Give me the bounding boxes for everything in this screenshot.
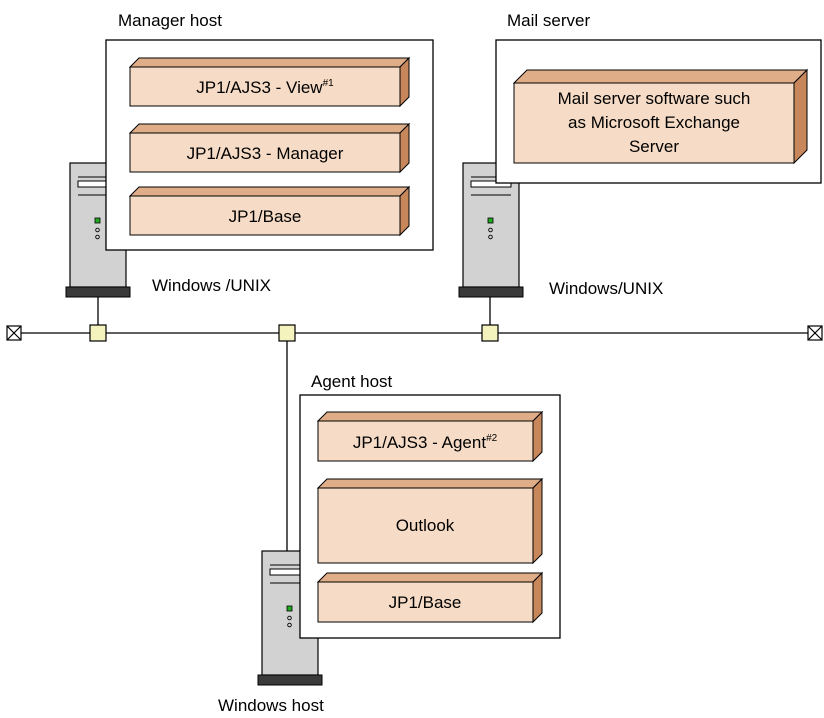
mail-module-line-1: Mail server software such xyxy=(558,89,751,108)
server-icon-mail xyxy=(458,162,524,298)
manager-os-label: Windows /UNIX xyxy=(152,276,271,295)
module-jp1-base-manager-label: JP1/Base xyxy=(229,207,302,226)
module-ajs3-view-label: JP1/AJS3 - View xyxy=(196,78,323,97)
module-outlook: Outlook xyxy=(316,477,544,565)
mail-server-title: Mail server xyxy=(507,11,590,30)
module-ajs3-manager: JP1/AJS3 - Manager xyxy=(128,122,411,174)
mail-module-line-2: as Microsoft Exchange xyxy=(568,113,740,132)
manager-host-title: Manager host xyxy=(118,11,222,30)
network-connector-agent xyxy=(278,324,296,342)
module-ajs3-agent: JP1/AJS3 - Agent#2 xyxy=(316,410,544,463)
network-connector-manager xyxy=(89,324,107,342)
footnote-1-marker: #1 xyxy=(323,78,335,89)
module-mail-server-software: Mail server software such as Microsoft E… xyxy=(512,68,809,165)
module-outlook-label: Outlook xyxy=(396,516,455,535)
svg-text:JP1/AJS3 - View#1: JP1/AJS3 - View#1 xyxy=(196,78,334,97)
module-jp1-base-agent: JP1/Base xyxy=(316,571,544,624)
module-jp1-base-agent-label: JP1/Base xyxy=(389,593,462,612)
agent-os-label: Windows host xyxy=(218,696,324,715)
network-terminator-right xyxy=(807,325,823,341)
network-terminator-left xyxy=(6,325,22,341)
network-connector-mail xyxy=(481,324,499,342)
mail-os-label: Windows/UNIX xyxy=(549,279,663,298)
module-ajs3-view: JP1/AJS3 - View#1 xyxy=(128,56,411,108)
footnote-2-marker: #2 xyxy=(486,433,498,444)
module-ajs3-agent-label: JP1/AJS3 - Agent xyxy=(353,433,487,452)
agent-host-title: Agent host xyxy=(311,372,393,391)
module-jp1-base-manager: JP1/Base xyxy=(128,185,411,237)
svg-text:JP1/AJS3 - Agent#2: JP1/AJS3 - Agent#2 xyxy=(353,433,498,452)
mail-module-line-3: Server xyxy=(629,137,679,156)
module-ajs3-manager-label: JP1/AJS3 - Manager xyxy=(187,144,344,163)
